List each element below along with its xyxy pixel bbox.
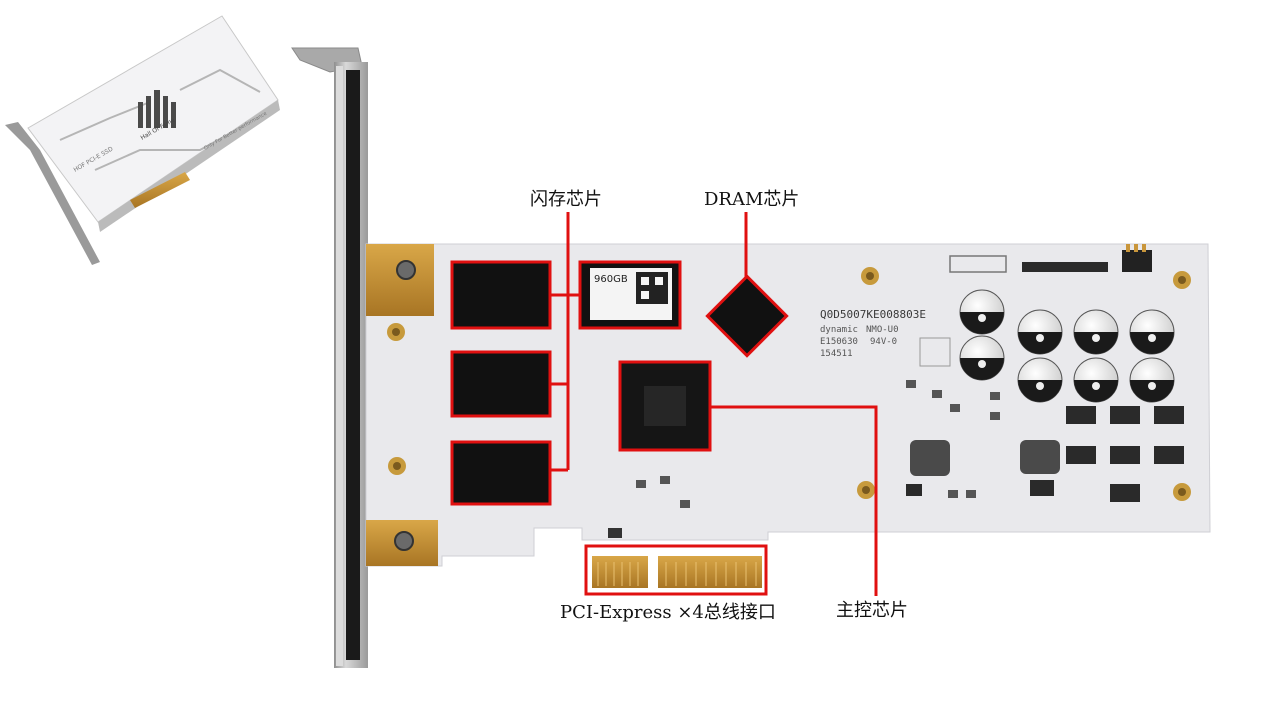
pcie-interface-highlight (584, 544, 768, 596)
screw-bottom (394, 531, 414, 551)
thumb-logo (138, 90, 176, 128)
capacitor (1129, 309, 1175, 355)
capacity-label: 960GB (594, 274, 628, 285)
bracket-dark-edge (346, 70, 360, 660)
screw-top (396, 260, 416, 280)
dram-chip (705, 274, 789, 358)
callout-lines (550, 212, 878, 596)
mounting-holes (387, 267, 1191, 501)
thumb-bracket (5, 122, 100, 265)
flash-chip-label: 闪存芯片 (530, 189, 602, 210)
controller-chip-label: 主控芯片 (836, 600, 908, 621)
bracket-highlight (336, 66, 343, 666)
capacitor (959, 335, 1005, 381)
capacitor (1073, 357, 1119, 403)
controller-chip (618, 360, 712, 452)
capacitor (959, 289, 1005, 335)
part-number-text: Q0D5007KE008803E (820, 308, 926, 321)
controller-leader (710, 405, 878, 596)
power-components (608, 380, 1184, 538)
thumb-trace-1 (59, 101, 151, 141)
capacitor-array (959, 289, 1175, 403)
silk-line2: E150630 (820, 337, 858, 347)
flash-chip-4-labeled: 960GB (578, 260, 682, 330)
flash-chip-2 (450, 350, 552, 418)
silk-line4: NMO-U0 (866, 325, 899, 335)
silk-line3: 154511 (820, 349, 853, 359)
mounting-bracket (291, 47, 368, 668)
dram-chip-label: DRAM芯片 (704, 189, 800, 210)
pcie-interface-label: PCI-Express ×4总线接口 (560, 602, 776, 623)
header-connectors (949, 244, 1152, 273)
thumb-trace-3 (94, 124, 246, 171)
flash-chip-3 (450, 440, 552, 506)
pcb-board: 960GB Q0D5007KE008803E dynamic NMO-U0 E1… (365, 243, 1211, 596)
capacitor (1017, 357, 1063, 403)
thumb-gold-fingers (130, 172, 190, 208)
gold-bracket-mount-top (366, 244, 434, 316)
flash-chip-1 (450, 260, 552, 330)
pcie-gold-fingers (592, 556, 762, 588)
silk-line1: dynamic (820, 325, 858, 335)
capacitor (1073, 309, 1119, 355)
capacitor (1017, 309, 1063, 355)
thumb-trace-2 (179, 68, 261, 93)
qr-pad (919, 337, 951, 367)
product-thumbnail: Hall Of Fame HOF PCI-E SSD Only For Bett… (5, 15, 280, 265)
silk-line5: 94V-0 (870, 337, 897, 347)
capacitor (1129, 357, 1175, 403)
